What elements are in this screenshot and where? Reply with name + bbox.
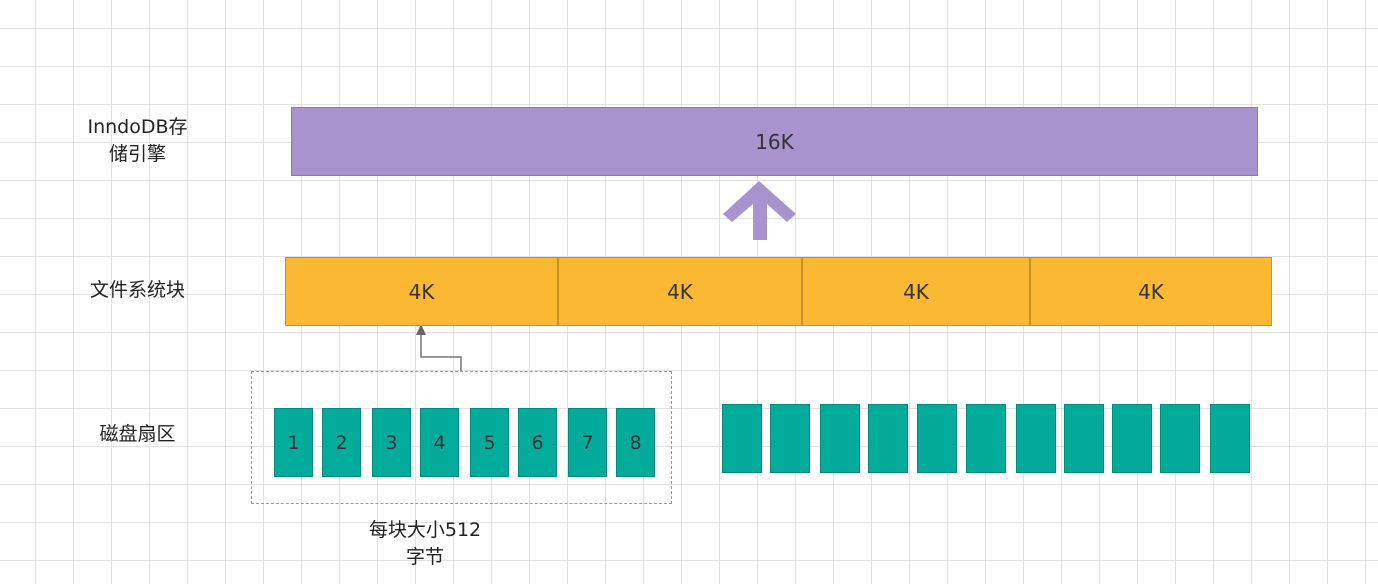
sector-size-label: 每块大小512 字节 xyxy=(368,519,482,568)
fs-block: 4K xyxy=(1030,257,1272,326)
sector-block: 3 xyxy=(372,408,411,477)
filesystem-label: 文件系统块 xyxy=(89,279,185,301)
sector-block xyxy=(820,404,860,473)
sector-block xyxy=(722,404,762,473)
sector-block xyxy=(1112,404,1152,473)
sector-block xyxy=(1210,404,1250,473)
sector-block xyxy=(966,404,1006,473)
sector-block: 4 xyxy=(420,408,459,477)
sector-block: 6 xyxy=(518,408,557,477)
sector-group-outline xyxy=(251,371,672,504)
sector-block xyxy=(1016,404,1056,473)
fs-block: 4K xyxy=(285,257,558,326)
disk-sector-label: 磁盘扇区 xyxy=(99,423,176,445)
sector-block: 2 xyxy=(322,408,361,477)
fs-block: 4K xyxy=(558,257,802,326)
innodb-page-block: 16K xyxy=(291,107,1258,176)
sector-block: 1 xyxy=(274,408,313,477)
up-arrow-icon xyxy=(723,181,796,240)
sector-block: 7 xyxy=(568,408,607,477)
sector-block xyxy=(1160,404,1200,473)
fs-block: 4K xyxy=(802,257,1030,326)
sector-block xyxy=(868,404,908,473)
connector-line xyxy=(420,334,462,371)
innodb-label: InndoDB存 储引擎 xyxy=(87,116,188,165)
sector-block: 5 xyxy=(470,408,509,477)
sector-block xyxy=(770,404,810,473)
sector-block xyxy=(917,404,957,473)
sector-block: 8 xyxy=(616,408,655,477)
small-arrowhead-icon xyxy=(416,324,426,335)
sector-block xyxy=(1064,404,1104,473)
